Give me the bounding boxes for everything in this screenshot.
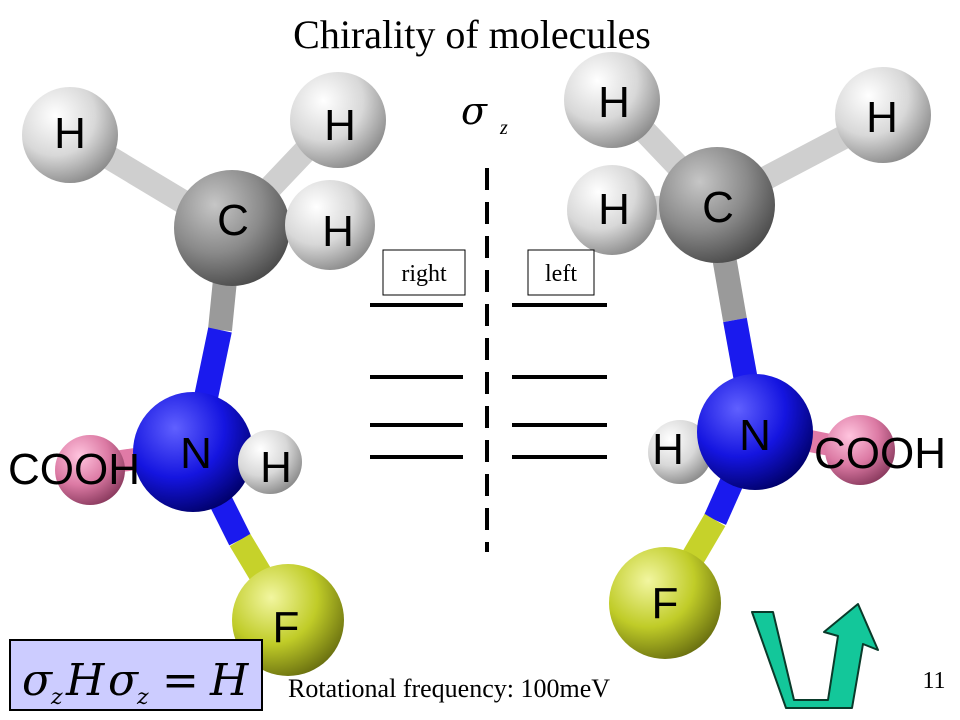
right-hydrogen-atom-2: [835, 67, 931, 163]
right-n-label: N: [739, 411, 771, 460]
left-c-label: C: [217, 196, 249, 245]
left-h3-label: H: [322, 207, 354, 256]
right-hydrogen-atom-4: [648, 420, 712, 484]
right-cooh-group: [825, 415, 895, 485]
right-hydrogen-atom-1: [564, 52, 660, 148]
box-left: left: [527, 249, 595, 296]
left-n-label: N: [180, 429, 212, 478]
svg-text:σ: σ: [461, 89, 488, 133]
svg-text:σ: σ: [108, 655, 140, 706]
sigma-z-label: σ z: [461, 89, 508, 139]
svg-text:z: z: [499, 117, 508, 139]
right-h1-label: H: [598, 78, 630, 127]
left-hydrogen-atom-3: [285, 180, 375, 270]
left-h1-label: H: [54, 109, 86, 158]
right-h2-label: H: [866, 93, 898, 142]
box-right: right: [382, 249, 466, 296]
formula-box: σ z H σ z = H: [9, 639, 263, 711]
rotational-frequency-text: Rotational frequency: 100meV: [288, 674, 610, 703]
right-h3-label: H: [598, 185, 630, 234]
svg-text:left: left: [545, 261, 577, 287]
left-f-label: F: [273, 603, 300, 652]
svg-text:z: z: [136, 685, 149, 710]
left-h2-label: H: [324, 101, 356, 150]
svg-text:H: H: [65, 655, 106, 706]
right-f-label: F: [652, 579, 679, 628]
left-hydrogen-atom-2: [290, 72, 386, 168]
left-hydrogen-atom-1: [22, 87, 118, 183]
svg-text:H: H: [209, 655, 250, 706]
svg-text:right: right: [401, 261, 447, 287]
right-cooh-label: COOH: [814, 429, 946, 478]
left-carbon-atom: [174, 170, 290, 286]
right-c-label: C: [702, 183, 734, 232]
svg-text:z: z: [50, 685, 63, 710]
slide-title: Chirality of molecules: [293, 12, 651, 57]
molecule-right: H H C H H N COOH F: [564, 52, 946, 659]
u-turn-rotation-arrow-icon: [751, 603, 879, 709]
left-cooh-label: COOH: [8, 445, 140, 494]
molecule-left: H H C H N H COOH F: [8, 72, 386, 676]
right-nitrogen-atom: [697, 374, 813, 490]
left-cooh-group: [55, 435, 125, 505]
right-fluorine-atom: [609, 547, 721, 659]
svg-text:σ: σ: [22, 655, 54, 706]
page-number: 11: [922, 668, 945, 694]
right-carbon-atom: [659, 147, 775, 263]
left-hydrogen-atom-4: [238, 430, 302, 494]
left-h4-label: H: [260, 443, 292, 492]
left-nitrogen-atom: [133, 392, 253, 512]
energy-levels-right: [370, 303, 463, 459]
svg-text:=: =: [162, 655, 199, 706]
right-hydrogen-atom-3: [567, 165, 657, 255]
right-h4-label: H: [652, 425, 684, 474]
energy-levels-left: [512, 303, 607, 459]
